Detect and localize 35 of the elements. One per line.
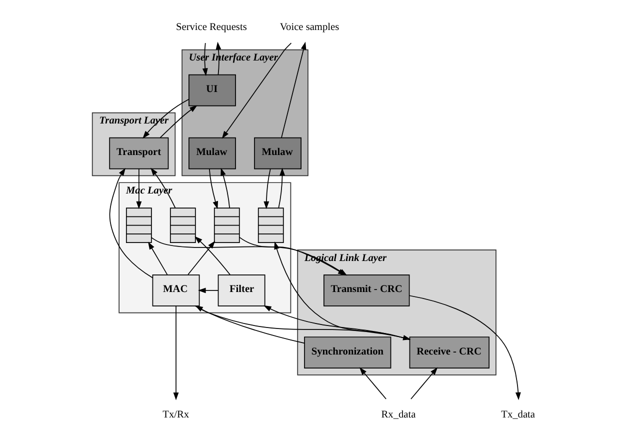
arrow bbox=[109, 168, 154, 278]
node-text: Voice samples bbox=[280, 22, 340, 34]
arrow bbox=[208, 168, 218, 210]
arrow bbox=[142, 98, 190, 139]
arrow bbox=[281, 42, 306, 138]
arrow bbox=[194, 236, 231, 276]
node-box: Receive - CRC bbox=[409, 336, 490, 368]
arrow bbox=[198, 288, 219, 294]
node-box: Transmit - CRC bbox=[324, 274, 410, 306]
node-box: Transport bbox=[109, 137, 169, 170]
node-box: Synchronization bbox=[304, 336, 392, 368]
arrow bbox=[222, 42, 292, 139]
node-text: Tx/Rx bbox=[162, 409, 190, 420]
arrow bbox=[160, 105, 198, 138]
arrow bbox=[195, 305, 305, 344]
arrow bbox=[278, 168, 285, 208]
arrow bbox=[188, 240, 216, 275]
arrow bbox=[136, 168, 142, 210]
node-text: Service Requests bbox=[176, 22, 247, 34]
arrow bbox=[359, 367, 387, 400]
node-box: UI bbox=[188, 74, 236, 106]
arrow bbox=[239, 236, 346, 276]
node-box: MAC bbox=[152, 274, 200, 306]
node-box: Mulaw bbox=[254, 137, 302, 170]
node-box: Filter bbox=[218, 274, 266, 306]
arrow bbox=[409, 295, 521, 400]
arrow bbox=[173, 306, 179, 400]
node-box: Mulaw bbox=[188, 137, 236, 170]
arrow bbox=[148, 242, 168, 275]
node-text: Rx_data bbox=[381, 409, 416, 420]
arrow bbox=[264, 168, 271, 210]
arrow bbox=[150, 168, 176, 208]
arrow bbox=[220, 168, 230, 208]
node-text: Tx_data bbox=[501, 409, 535, 420]
arrow bbox=[410, 367, 438, 400]
